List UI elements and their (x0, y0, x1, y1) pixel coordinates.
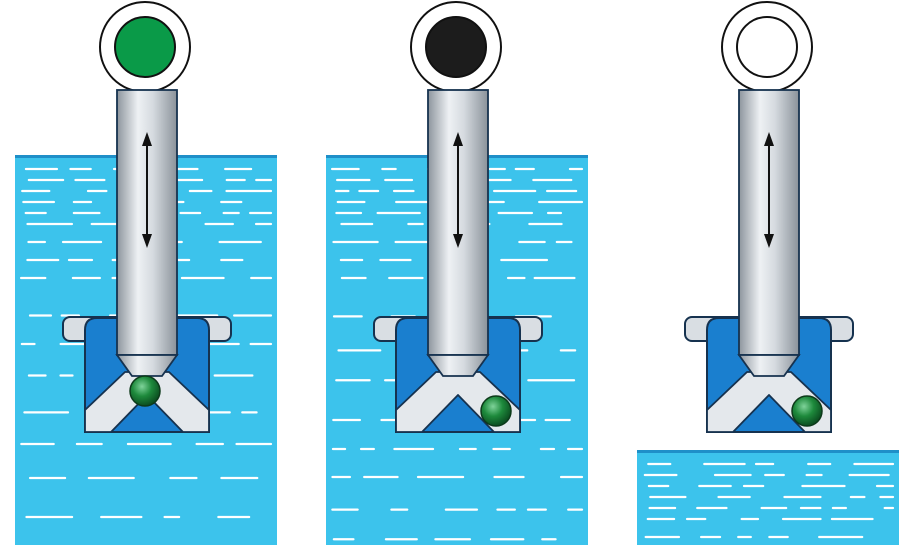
arrow-up-head-icon (764, 132, 774, 146)
sensor-panel-immersed-green (15, 1, 277, 545)
arrow-down-head-icon (453, 234, 463, 248)
sensor-panel-dry-empty (637, 1, 899, 545)
black-indicator-icon (425, 16, 487, 78)
empty-indicator-icon (736, 16, 798, 78)
arrow-down-head-icon (764, 234, 774, 248)
probe-tip (426, 354, 490, 377)
float-ball (791, 395, 823, 427)
arrow-down-head-icon (142, 234, 152, 248)
float-ball (129, 375, 161, 407)
green-indicator-icon (114, 16, 176, 78)
arrow-up-head-icon (142, 132, 152, 146)
sensor-panel-immersed-black (326, 1, 588, 545)
probe-tip (115, 354, 179, 377)
float-ball (480, 395, 512, 427)
arrow-up-head-icon (453, 132, 463, 146)
water-surface (637, 450, 899, 453)
probe-tip (737, 354, 801, 377)
